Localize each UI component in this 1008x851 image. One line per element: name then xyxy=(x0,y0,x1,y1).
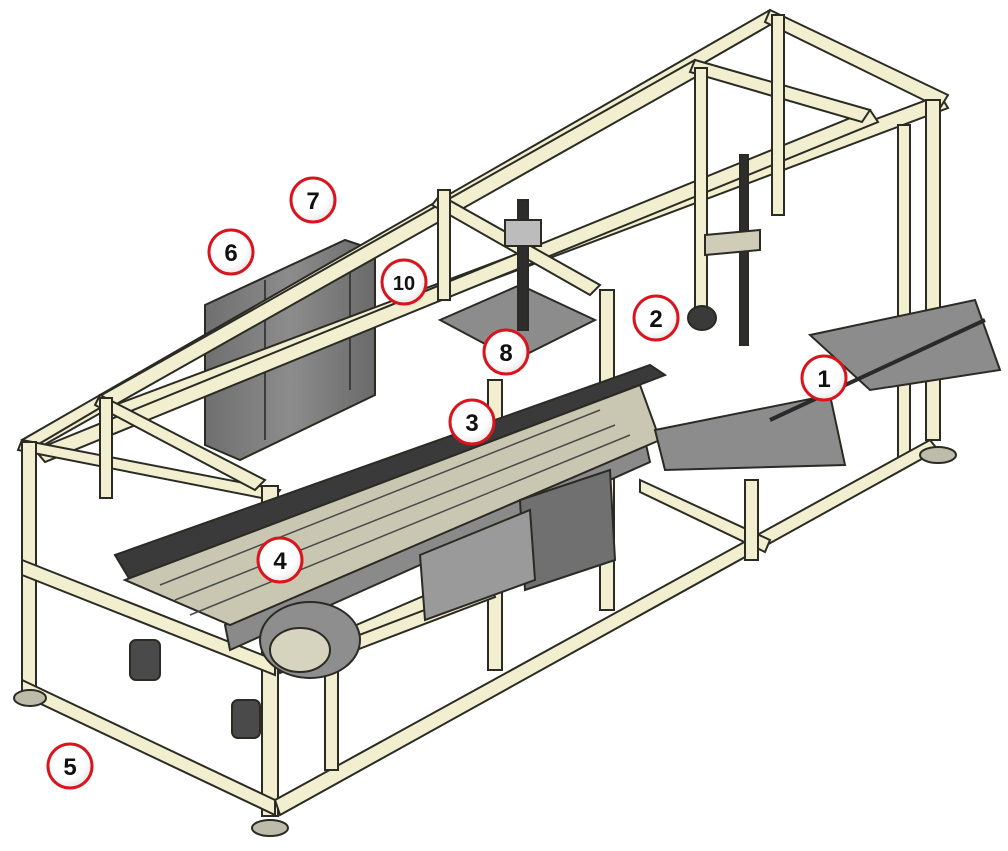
callout-6-label: 6 xyxy=(224,240,237,267)
infeed-trays xyxy=(653,298,1002,472)
callout-10-label: 10 xyxy=(393,273,415,295)
callout-7-label: 7 xyxy=(306,188,319,215)
callout-10[interactable]: 10 xyxy=(380,258,428,306)
callout-5[interactable]: 5 xyxy=(46,742,94,790)
pick-unit xyxy=(437,154,761,362)
callout-4[interactable]: 4 xyxy=(256,536,304,584)
callout-2-label: 2 xyxy=(649,306,662,333)
callout-1[interactable]: 1 xyxy=(800,354,848,402)
callout-8-label: 8 xyxy=(499,340,512,367)
conveyor-assembly xyxy=(113,363,668,739)
callout-3-label: 3 xyxy=(465,410,478,437)
callout-1-label: 1 xyxy=(817,366,830,393)
leveling-feet xyxy=(13,446,957,837)
callout-2[interactable]: 2 xyxy=(632,294,680,342)
callout-8[interactable]: 8 xyxy=(482,328,530,376)
callout-6[interactable]: 6 xyxy=(207,228,255,276)
callout-4-label: 4 xyxy=(273,548,287,575)
callout-3[interactable]: 3 xyxy=(448,398,496,446)
callouts: 1 2 3 4 5 6 7 8 xyxy=(46,176,848,790)
callout-5-label: 5 xyxy=(63,754,76,781)
callout-7[interactable]: 7 xyxy=(289,176,337,224)
